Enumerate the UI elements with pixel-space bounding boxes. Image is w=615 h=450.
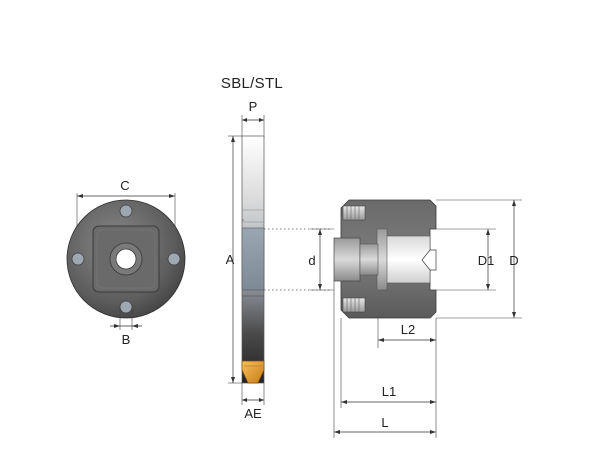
dim-label-c: C [120,178,129,193]
dim-label-a: A [226,252,235,267]
dim-label-p: P [249,99,258,114]
series-title: SBL/STL [221,75,283,92]
blade-shank-section [241,227,265,291]
holder-section-view: d D1 [308,199,522,438]
mount-hole-right [167,252,181,266]
dim-label-d-outer: D [509,253,518,268]
blade-side-view: P A AE [226,99,330,421]
mount-hole-left [71,252,85,266]
mount-hole-bottom [119,300,133,314]
set-screw-top [342,205,366,221]
dim-label-ae: AE [244,406,262,421]
cutting-insert [241,360,265,384]
dim-label-d1: D1 [478,253,495,268]
dim-label-d: d [308,253,315,268]
front-view: C B [66,178,186,347]
set-screw-bottom [342,297,366,313]
dim-label-b: B [122,332,131,347]
mount-hole-top [119,204,133,218]
dim-label-l: L [381,415,388,430]
dim-label-l1: L1 [382,384,396,399]
dim-label-l2: L2 [401,322,415,337]
shank-insert [333,237,361,282]
